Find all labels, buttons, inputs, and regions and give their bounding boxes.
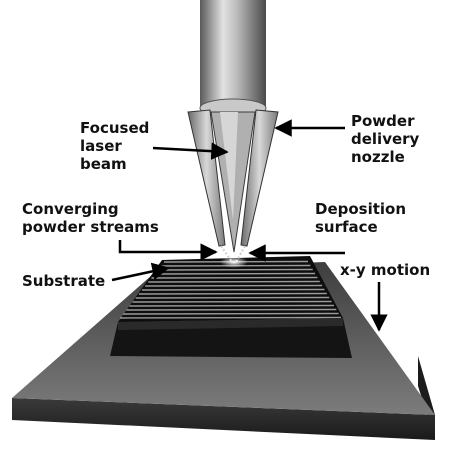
label-focused-laser-beam: Focused laser beam <box>80 119 155 173</box>
arrow-substrate <box>111 262 170 282</box>
deposit-front-shade <box>118 318 343 330</box>
label-deposition-surface: Deposition surface <box>315 200 411 236</box>
label-converging-powder-streams: Converging powder streams <box>22 200 159 236</box>
deposit-stripe <box>145 284 323 287</box>
deposit-stripe <box>135 296 330 299</box>
deposit-stripe <box>119 316 342 319</box>
deposition-layer <box>110 256 352 358</box>
label-xy-motion: x-y motion <box>340 261 430 279</box>
deposit-stripes <box>119 260 342 319</box>
laser-beam-highlight <box>220 112 238 220</box>
deposit-stripe <box>151 276 318 279</box>
melt-pool-glow <box>220 256 248 268</box>
arrow-focused-laser-beam <box>152 142 229 160</box>
deposit-stripe <box>148 280 320 283</box>
powder-delivery-nozzles <box>187 109 279 268</box>
deposit-stripe <box>129 304 334 307</box>
laser-head <box>199 0 267 118</box>
deposit-stripe <box>154 272 316 275</box>
laser-cylinder <box>200 0 266 108</box>
deposit-stripe <box>123 312 339 315</box>
deposit-stripe <box>157 268 313 271</box>
label-powder-delivery-nozzle: Powder delivery nozzle <box>351 112 425 166</box>
substrate-front-face <box>12 398 435 440</box>
deposit-stripe <box>138 292 327 295</box>
arrow-converging-powder-streams <box>118 240 218 261</box>
deposit-stripe <box>132 300 332 303</box>
deposit-stripe <box>141 288 325 291</box>
nozzle-left <box>187 109 226 247</box>
annotation-arrows <box>111 119 388 332</box>
label-substrate: Substrate <box>22 272 105 290</box>
deposit-stripe <box>126 308 337 311</box>
nozzle-right <box>240 109 279 247</box>
powder-stream-right <box>235 245 246 263</box>
